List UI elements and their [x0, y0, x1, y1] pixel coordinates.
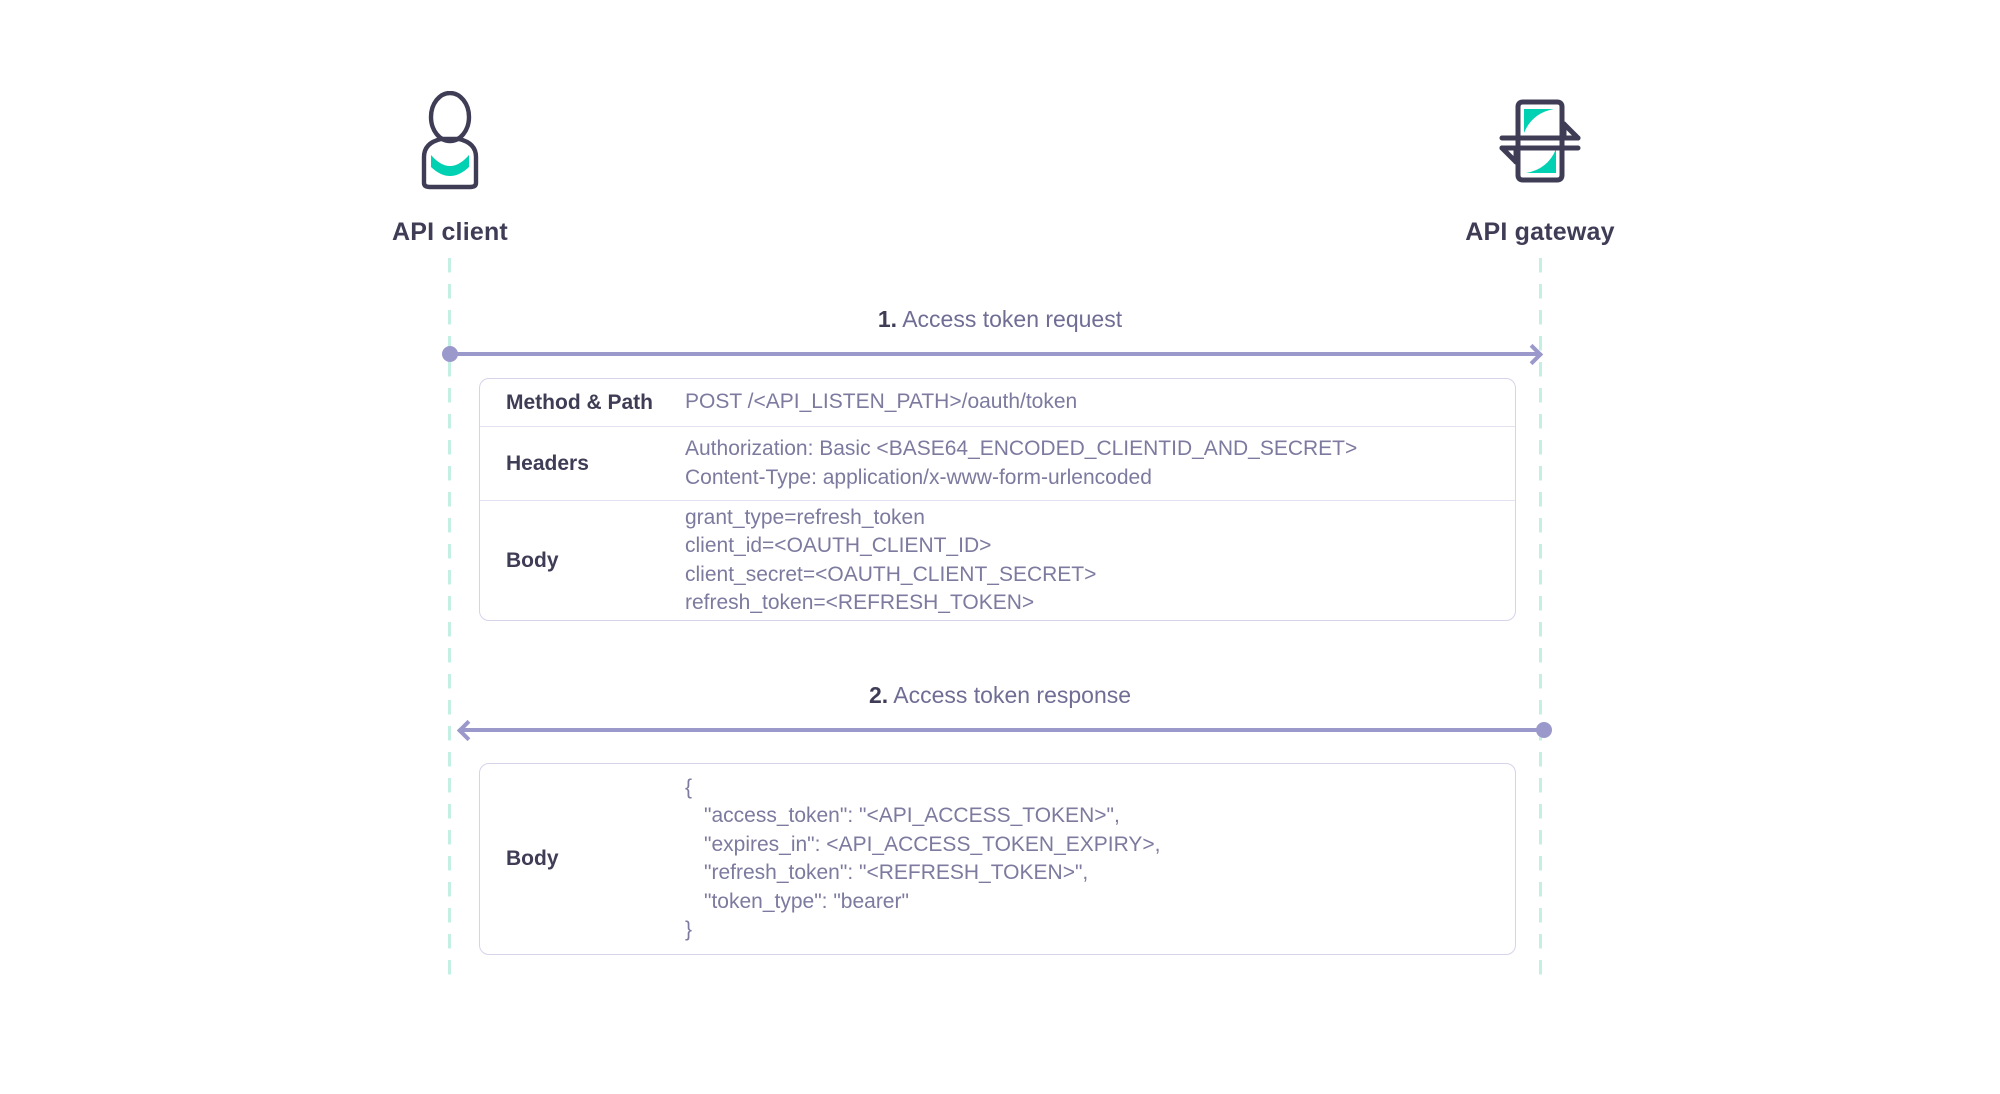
user-icon-svg	[421, 91, 479, 190]
row-value: POST /<API_LISTEN_PATH>/oauth/token	[685, 388, 1515, 417]
message-1-detail-table: Method & Path POST /<API_LISTEN_PATH>/oa…	[479, 378, 1516, 621]
message-2-seq: 2.	[868, 682, 889, 708]
row-value: { "access_token": "<API_ACCESS_TOKEN>", …	[685, 774, 1515, 945]
message-2-title: Access token response	[893, 682, 1132, 708]
actor-api-client: API client	[300, 86, 600, 247]
value-line: "token_type": "bearer"	[704, 889, 909, 913]
row-value: grant_type=refresh_token client_id=<OAUT…	[685, 504, 1515, 618]
arrow-line	[450, 352, 1538, 356]
arrow-head-right-icon	[1521, 343, 1544, 366]
value-line: {	[685, 775, 693, 799]
table-row: Body { "access_token": "<API_ACCESS_TOKE…	[480, 764, 1515, 954]
value-line: Content-Type: application/x-www-form-url…	[685, 465, 1152, 489]
arrow-source-dot	[1536, 722, 1552, 738]
message-1-label: 1. Access token request	[0, 306, 2000, 333]
gateway-icon-svg	[1499, 99, 1581, 183]
value-line: "refresh_token": "<REFRESH_TOKEN>",	[704, 861, 1089, 884]
table-row: Method & Path POST /<API_LISTEN_PATH>/oa…	[480, 379, 1515, 427]
row-label: Method & Path	[506, 390, 653, 414]
user-icon	[300, 86, 600, 196]
value-line: Authorization: Basic <BASE64_ENCODED_CLI…	[685, 437, 1358, 460]
message-2-detail-table: Body { "access_token": "<API_ACCESS_TOKE…	[479, 763, 1516, 955]
message-2-label: 2. Access token response	[0, 682, 2000, 709]
value-line: grant_type=refresh_token	[685, 505, 925, 529]
value-line: refresh_token=<REFRESH_TOKEN>	[685, 591, 1035, 614]
value-line: client_secret=<OAUTH_CLIENT_SECRET>	[685, 562, 1097, 586]
value-line: client_id=<OAUTH_CLIENT_ID>	[685, 534, 992, 557]
lifeline-api-gateway	[1539, 258, 1542, 976]
arrow-line	[462, 728, 1544, 732]
table-row: Headers Authorization: Basic <BASE64_ENC…	[480, 427, 1515, 501]
actor-label: API gateway	[1465, 218, 1615, 246]
row-label: Headers	[506, 451, 589, 475]
table-row: Body grant_type=refresh_token client_id=…	[480, 501, 1515, 620]
message-1-seq: 1.	[877, 306, 898, 332]
gateway-icon	[1390, 86, 1690, 196]
lifeline-api-client	[448, 258, 451, 976]
row-label: Body	[506, 548, 559, 572]
row-label: Body	[506, 847, 559, 870]
value-line: "expires_in": <API_ACCESS_TOKEN_EXPIRY>,	[704, 832, 1161, 856]
value-line: "access_token": "<API_ACCESS_TOKEN>",	[704, 804, 1120, 827]
message-1-arrow	[442, 341, 1552, 367]
message-1-title: Access token request	[902, 306, 1123, 332]
value-line: }	[685, 918, 693, 941]
row-value: Authorization: Basic <BASE64_ENCODED_CLI…	[685, 435, 1515, 492]
message-2-arrow	[448, 717, 1552, 743]
actor-label: API client	[392, 218, 508, 246]
actor-api-gateway: API gateway	[1390, 86, 1690, 247]
value-line: POST /<API_LISTEN_PATH>/oauth/token	[685, 390, 1078, 414]
